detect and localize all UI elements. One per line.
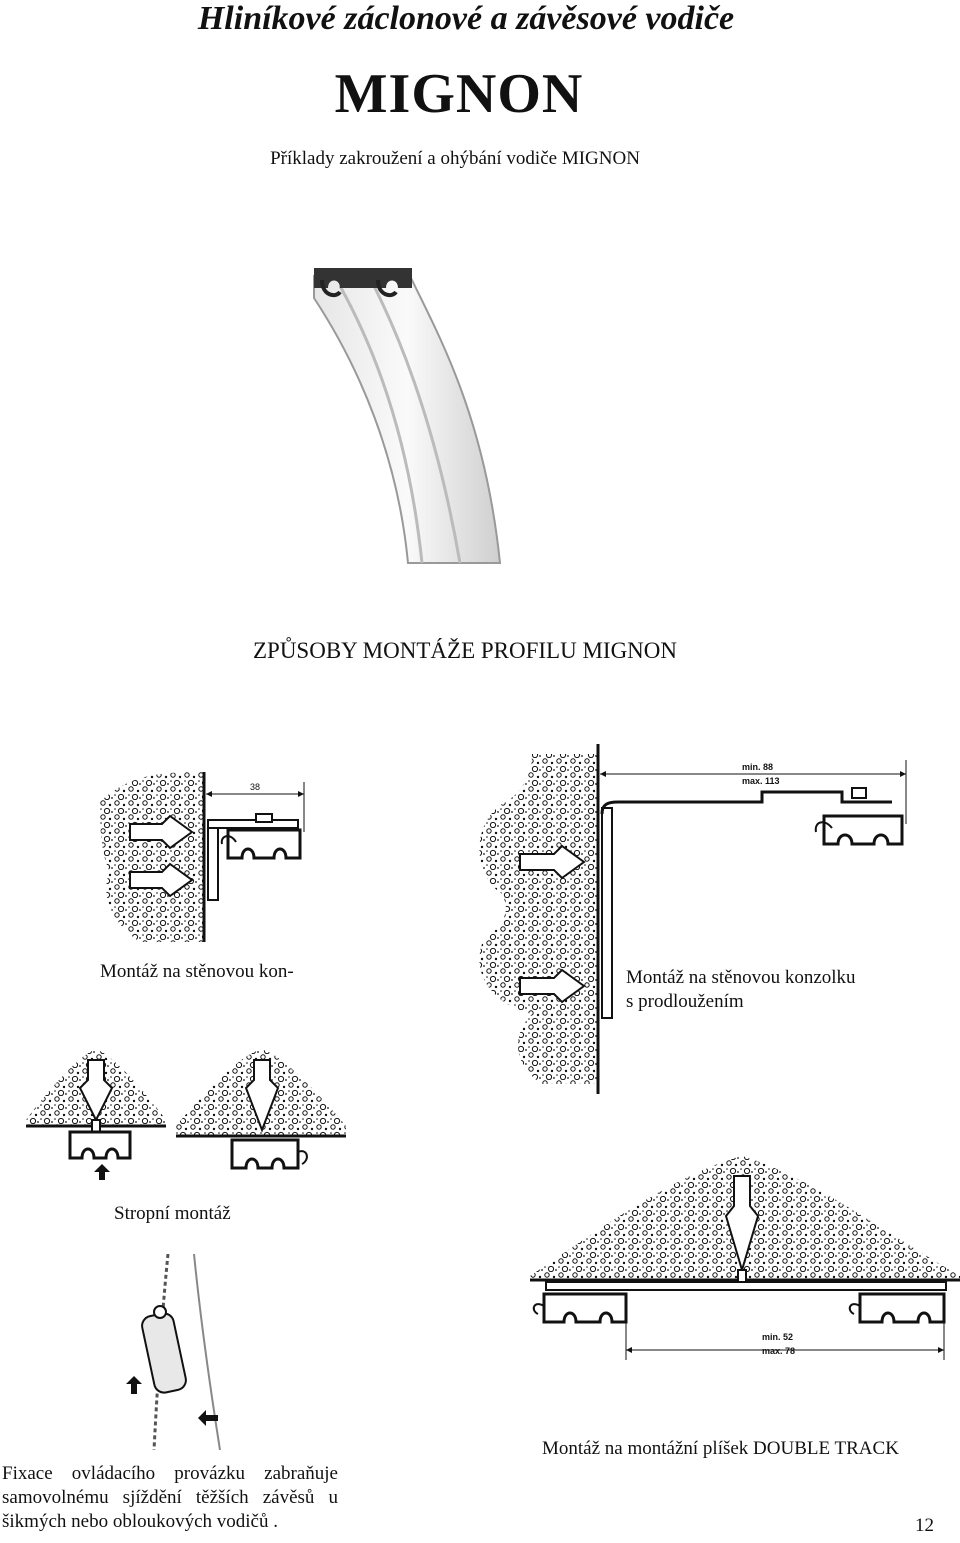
subtitle: Příklady zakroužení a ohýbání vodiče MIG… [270,148,640,169]
wall-extended-dim-min: min. 88 [742,762,773,772]
wall-extended-caption-line1: Montáž na stěnovou konzolku [626,967,856,988]
cord-fixation-illustration [108,1254,238,1450]
document-title: Hliníkové záclonové a závěsové vodiče [197,0,735,37]
wall-mount-illustration: 38 [100,772,310,942]
cord-caption-line3: šikmých nebo obloukových vodičů . [2,1511,278,1532]
product-name: MIGNON [334,63,584,125]
wall-dimension-label: 38 [250,782,260,792]
ceiling-mount-illustration-1 [26,1040,166,1180]
cord-caption-line2: samovolnému sjíždění těžších závěsů u [2,1487,338,1508]
section-heading: ZPŮSOBY MONTÁŽE PROFILU MIGNON [252,638,678,663]
ceiling-mount-illustration-2 [176,1040,346,1180]
curved-profile-illustration [300,258,510,568]
ceiling-mount-caption: Stropní montáž [114,1203,231,1224]
wall-extended-caption-line2: s prodloužením [626,991,744,1012]
cord-caption-line1: Fixace ovládacího provázku zabraňuje [2,1463,338,1484]
double-track-illustration: min. 52 max. 78 [530,1146,960,1366]
wall-extended-illustration: min. 88 max. 113 [472,744,917,1094]
double-track-caption: Montáž na montážní plíšek DOUBLE TRACK [542,1438,899,1459]
page-number: 12 [915,1515,934,1536]
wall-extended-dim-max: max. 113 [742,776,780,786]
double-track-dim-max: max. 78 [762,1346,795,1356]
double-track-dim-min: min. 52 [762,1332,793,1342]
wall-mount-caption: Montáž na stěnovou kon- [100,961,294,982]
